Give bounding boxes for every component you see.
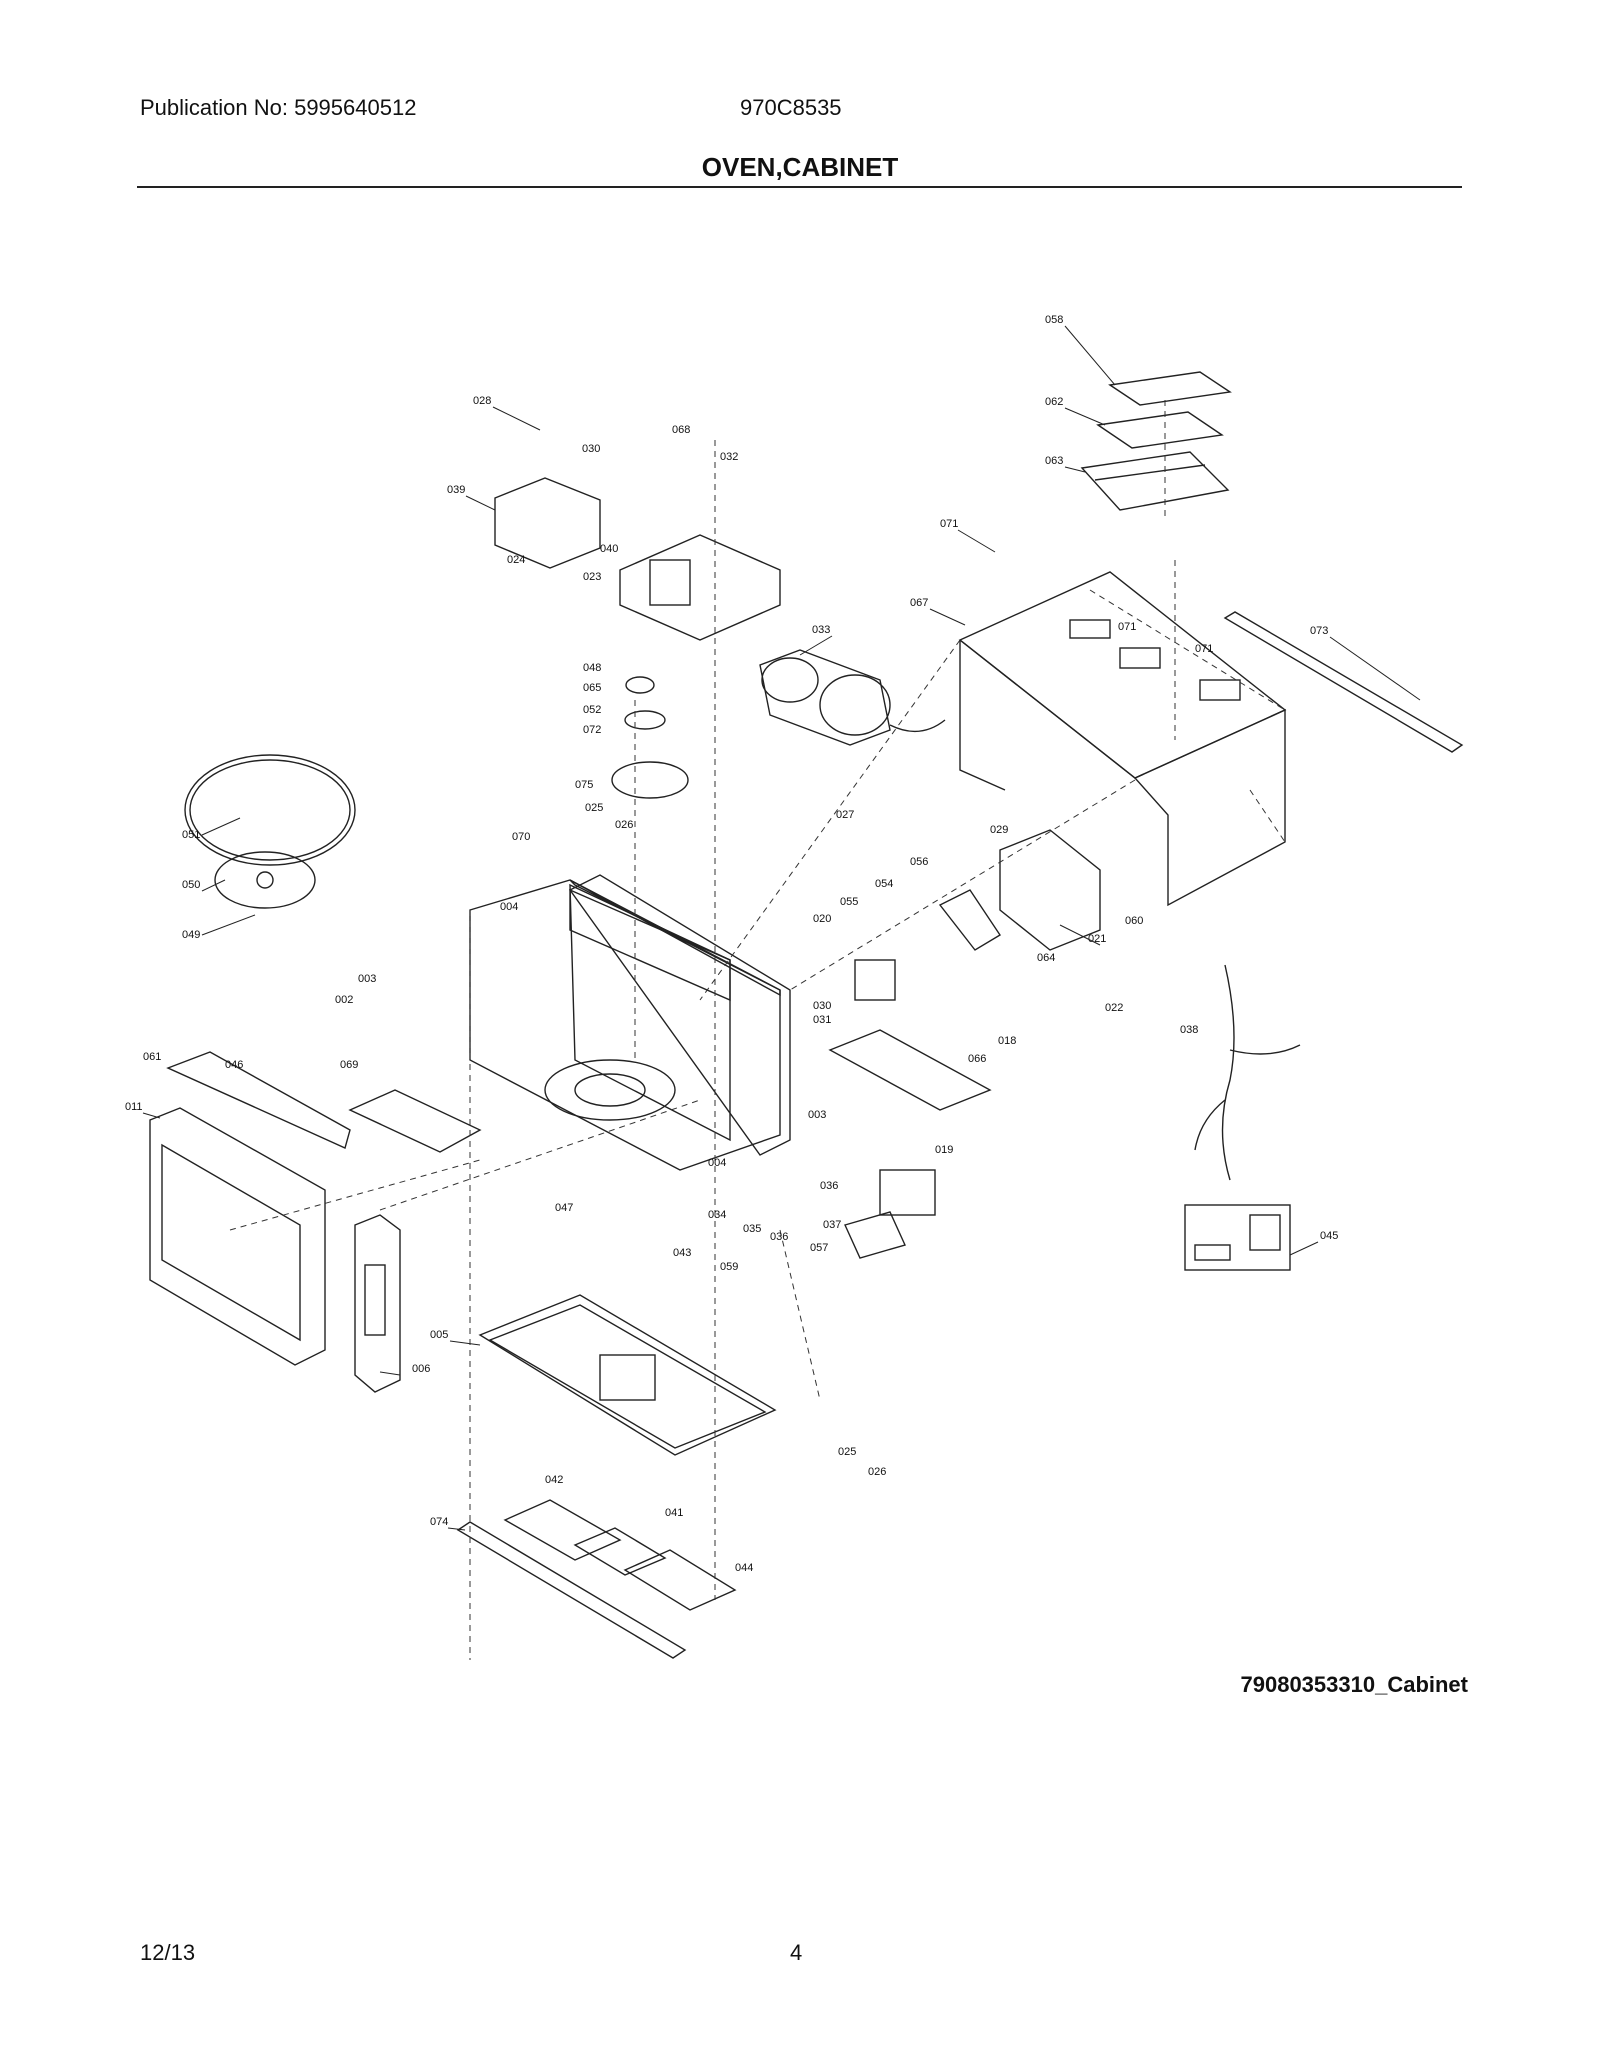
- model-number: 970C8535: [740, 95, 842, 120]
- callout: 050: [182, 879, 200, 891]
- callout: 029: [990, 824, 1008, 836]
- callout: 005: [430, 1329, 448, 1341]
- callout: 024: [507, 554, 525, 566]
- callout: 064: [1037, 952, 1055, 964]
- callout: 049: [182, 929, 200, 941]
- callout: 045: [1320, 1230, 1338, 1242]
- callout: 026: [868, 1466, 886, 1478]
- callout: 030: [582, 443, 600, 455]
- callout: 030: [813, 1000, 831, 1012]
- callout: 061: [143, 1051, 161, 1063]
- callout: 035: [743, 1223, 761, 1235]
- callout: 041: [665, 1507, 683, 1519]
- callout: 071: [940, 518, 958, 530]
- callout: 025: [838, 1446, 856, 1458]
- callout: 004: [708, 1157, 726, 1169]
- callout: 052: [583, 704, 601, 716]
- footer-date: 12/13: [140, 1940, 196, 1965]
- callout: 037: [823, 1219, 841, 1231]
- callout: 036: [770, 1231, 788, 1243]
- callout: 023: [583, 571, 601, 583]
- page-title: OVEN,CABINET: [701, 152, 899, 182]
- callout: 075: [575, 779, 593, 791]
- callout: 046: [225, 1059, 243, 1071]
- callout: 055: [840, 896, 858, 908]
- part-callouts: 058 062 063 071 067 071 071 073 028 068 …: [125, 314, 1338, 1574]
- callout: 048: [583, 662, 601, 674]
- callout: 065: [583, 682, 601, 694]
- figure-id: 79080353310_Cabinet: [1240, 1672, 1469, 1697]
- callout: 026: [615, 819, 633, 831]
- callout: 011: [125, 1101, 143, 1113]
- callout: 063: [1045, 455, 1063, 467]
- callout: 004: [500, 901, 518, 913]
- callout: 032: [720, 451, 738, 463]
- assembly-guide-lines: [229, 400, 1286, 1660]
- publication-number: Publication No: 5995640512: [140, 95, 417, 120]
- callout: 018: [998, 1035, 1016, 1047]
- callout: 042: [545, 1474, 563, 1486]
- callout: 028: [473, 395, 491, 407]
- callout: 027: [836, 809, 854, 821]
- callout: 020: [813, 913, 831, 925]
- page-number: 4: [790, 1940, 803, 1965]
- callout: 059: [720, 1261, 738, 1273]
- callout: 003: [808, 1109, 826, 1121]
- callout: 067: [910, 597, 928, 609]
- callout: 070: [512, 831, 530, 843]
- callout: 021: [1088, 933, 1106, 945]
- callout: 074: [430, 1516, 448, 1528]
- callout: 047: [555, 1202, 573, 1214]
- callout: 072: [583, 724, 601, 736]
- callout: 034: [708, 1209, 726, 1221]
- callout: 025: [585, 802, 603, 814]
- callout: 039: [447, 484, 465, 496]
- callout: 073: [1310, 625, 1328, 637]
- callout: 038: [1180, 1024, 1198, 1036]
- callout: 031: [813, 1014, 831, 1026]
- callout: 036: [820, 1180, 838, 1192]
- callout: 002: [335, 994, 353, 1006]
- callout: 044: [735, 1562, 753, 1574]
- callout: 022: [1105, 1002, 1123, 1014]
- callout: 060: [1125, 915, 1143, 927]
- callout: 066: [968, 1053, 986, 1065]
- callout: 062: [1045, 396, 1063, 408]
- title-rule: [137, 186, 1462, 188]
- part-drawings: [149, 371, 1464, 1659]
- callout: 054: [875, 878, 893, 890]
- callout: 006: [412, 1363, 430, 1375]
- callout: 019: [935, 1144, 953, 1156]
- leader-lines: [142, 325, 1421, 1531]
- callout: 057: [810, 1242, 828, 1254]
- callout: 071: [1195, 643, 1213, 655]
- callout: 033: [812, 624, 830, 636]
- callout: 058: [1045, 314, 1063, 326]
- callout: 040: [600, 543, 618, 555]
- callout: 071: [1118, 621, 1136, 633]
- callout: 003: [358, 973, 376, 985]
- callout: 051: [182, 829, 200, 841]
- callout: 043: [673, 1247, 691, 1259]
- callout: 068: [672, 424, 690, 436]
- callout: 069: [340, 1059, 358, 1071]
- callout: 056: [910, 856, 928, 868]
